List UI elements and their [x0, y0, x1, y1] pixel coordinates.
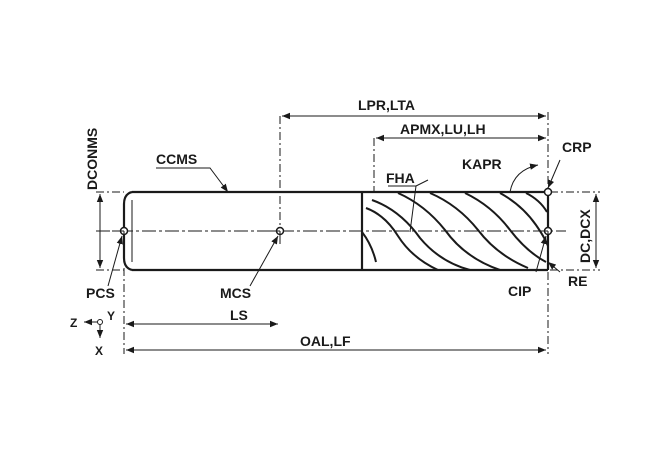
- extension-lines: [96, 112, 600, 354]
- label-mcs: MCS: [220, 285, 251, 301]
- reference-points: [112, 187, 553, 244]
- crp-point: [543, 187, 553, 197]
- label-re: RE: [568, 273, 587, 289]
- label-cip: CIP: [508, 283, 531, 299]
- leader-lines: [107, 159, 561, 287]
- label-lpr-lta: LPR,LTA: [358, 97, 415, 113]
- label-pcs: PCS: [86, 285, 115, 301]
- dimension-labels: LPR,LTA APMX,LU,LH CRP KAPR DCONMS CCMS …: [84, 97, 593, 349]
- label-dc-dcx: DC,DCX: [577, 209, 593, 263]
- label-crp: CRP: [562, 139, 592, 155]
- label-ccms: CCMS: [156, 151, 197, 167]
- axis-z-label: Z: [70, 316, 77, 330]
- label-dconms: DCONMS: [84, 128, 100, 190]
- dimension-lines: [96, 112, 600, 354]
- label-fha: FHA: [386, 170, 415, 186]
- label-kapr: KAPR: [462, 156, 502, 172]
- axis-x-label: X: [95, 344, 103, 358]
- label-apmx-lu-lh: APMX,LU,LH: [400, 121, 486, 137]
- axis-y-label: Y: [107, 309, 115, 323]
- axis-legend: Z Y X: [70, 309, 115, 358]
- label-oal-lf: OAL,LF: [300, 333, 351, 349]
- label-ls: LS: [230, 307, 248, 323]
